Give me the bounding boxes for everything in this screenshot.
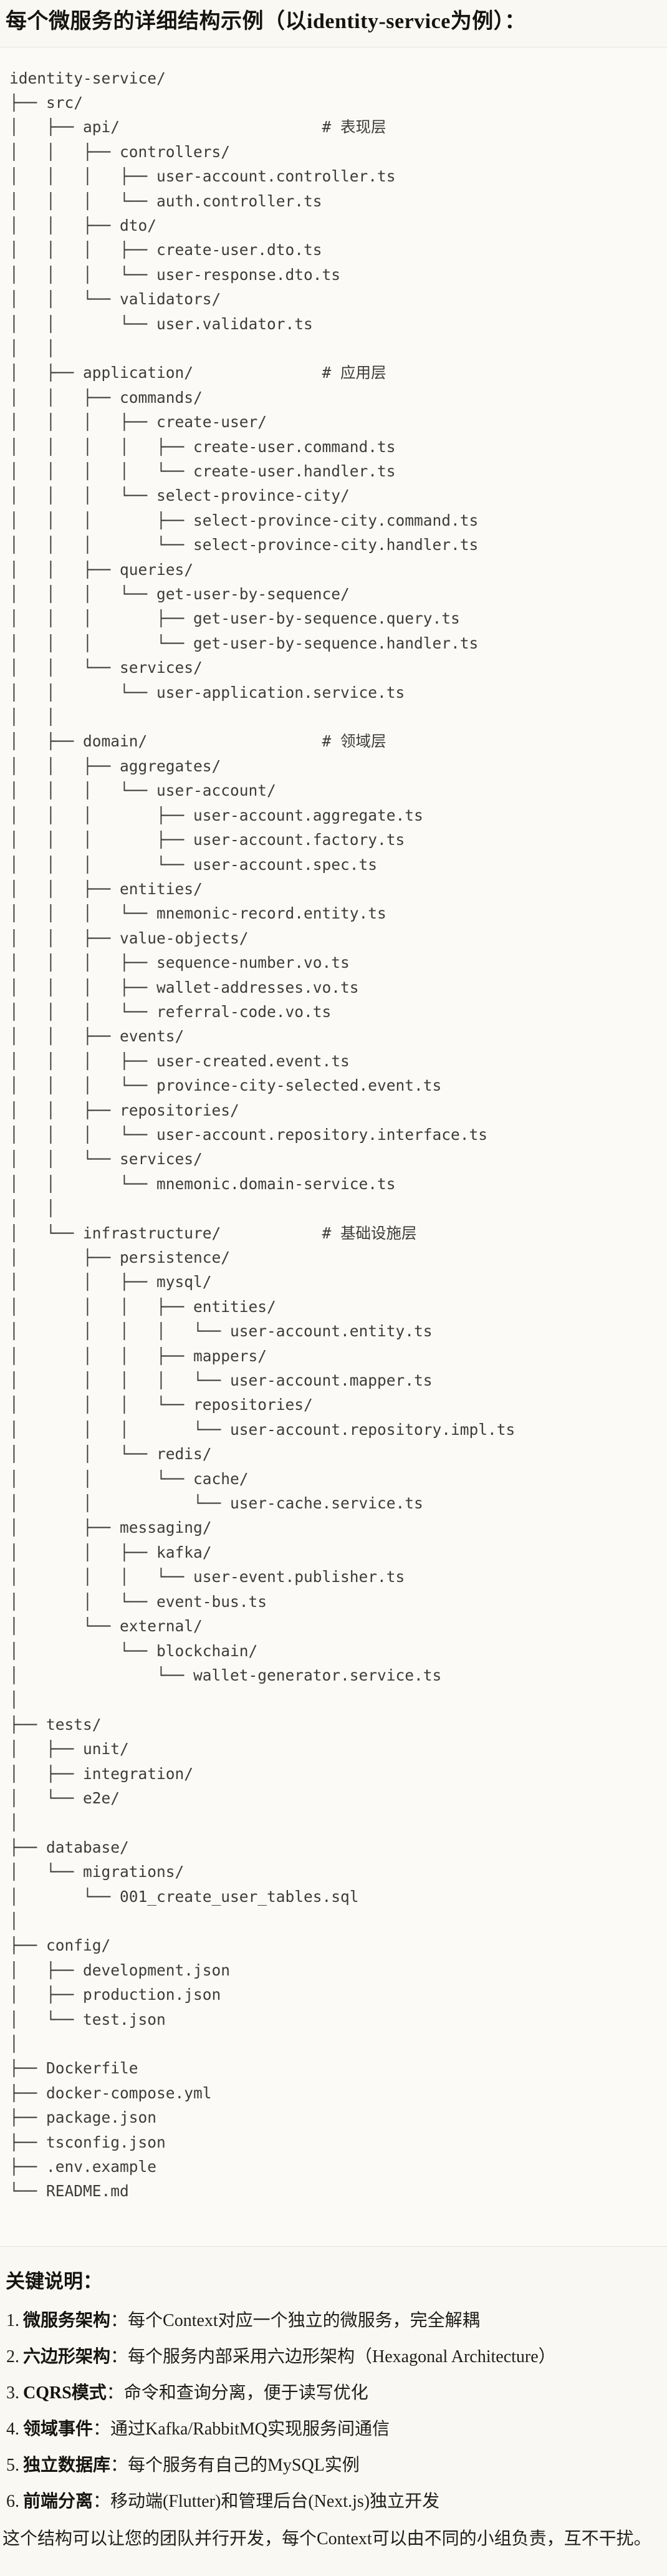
note-item-label: 微服务架构: [23, 2310, 111, 2330]
file-tree: identity-service/ ├── src/ │ ├── api/ # …: [9, 69, 516, 2201]
note-item-text: ：命令和查询分离，便于读写优化: [106, 2383, 368, 2403]
note-item-number: 2.: [6, 2347, 19, 2366]
note-item-text: ：移动端(Flutter)和管理后台(Next.js)独立开发: [93, 2491, 440, 2511]
note-item-label: 领域事件: [23, 2419, 94, 2439]
note-item-label: 前端分离: [23, 2491, 94, 2511]
note-item-text: ：通过Kafka/RabbitMQ实现服务间通信: [93, 2419, 390, 2439]
note-item-text: ：每个服务有自己的MySQL实例: [110, 2455, 360, 2475]
notes-section: 关键说明： 1.微服务架构：每个Context对应一个独立的微服务，完全解耦 2…: [0, 2265, 667, 2552]
note-item-number: 1.: [6, 2310, 19, 2330]
note-item: 1.微服务架构：每个Context对应一个独立的微服务，完全解耦: [6, 2308, 661, 2333]
note-item-text: ：每个Context对应一个独立的微服务，完全解耦: [110, 2310, 480, 2330]
note-item-label: 独立数据库: [23, 2455, 111, 2475]
notes-footer: 这个结构可以让您的团队并行开发，每个Context可以由不同的小组负责，互不干扰…: [2, 2529, 651, 2549]
note-item-number: 5.: [6, 2455, 19, 2475]
note-item: 4.领域事件：通过Kafka/RabbitMQ实现服务间通信: [6, 2417, 661, 2442]
note-item: 5.独立数据库：每个服务有自己的MySQL实例: [6, 2453, 661, 2478]
notes-list: 1.微服务架构：每个Context对应一个独立的微服务，完全解耦 2.六边形架构…: [2, 2308, 661, 2514]
note-item-number: 3.: [6, 2383, 19, 2403]
note-item: 3.CQRS模式：命令和查询分离，便于读写优化: [6, 2381, 661, 2406]
notes-heading: 关键说明：: [6, 2270, 102, 2292]
code-block: identity-service/ ├── src/ │ ├── api/ # …: [0, 46, 667, 2247]
note-item-text: ：每个服务内部采用六边形架构（Hexagonal Architecture）: [110, 2347, 556, 2366]
page-title: 每个微服务的详细结构示例（以identity-service为例）：: [6, 10, 526, 33]
note-item-label: CQRS模式: [23, 2383, 107, 2403]
note-item: 2.六边形架构：每个服务内部采用六边形架构（Hexagonal Architec…: [6, 2345, 661, 2370]
note-item-number: 6.: [6, 2491, 19, 2511]
note-item-number: 4.: [6, 2419, 19, 2439]
note-item: 6.前端分离：移动端(Flutter)和管理后台(Next.js)独立开发: [6, 2489, 661, 2514]
note-item-label: 六边形架构: [23, 2347, 111, 2366]
